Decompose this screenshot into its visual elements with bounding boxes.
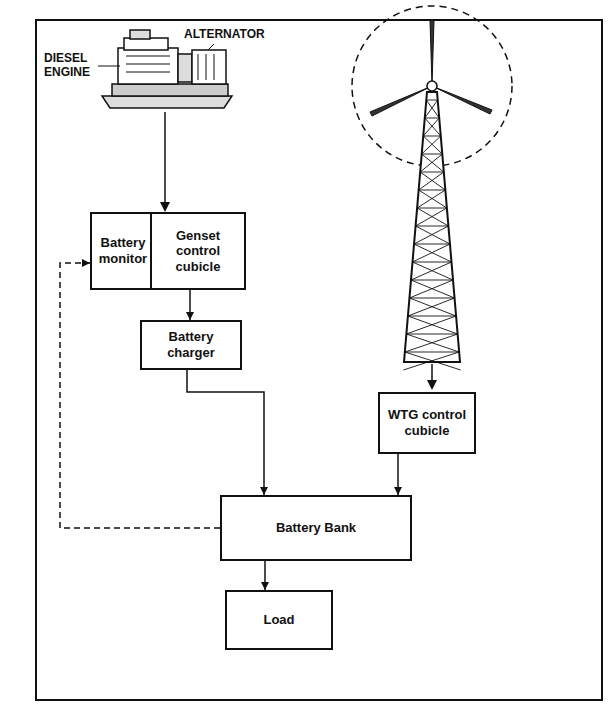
box-label: Battery Bank (272, 520, 360, 536)
battery-box: Battery Bank (220, 495, 412, 561)
box-label: Genset control cubicle (152, 228, 244, 275)
leader-lines (98, 44, 214, 66)
part-name: ALTERNATOR (184, 28, 274, 42)
box-label: Battery charger (142, 329, 240, 360)
part-name: DIESEL ENGINE (44, 52, 100, 80)
box-label: WTG control cubicle (380, 407, 474, 438)
diesel-genset (102, 30, 232, 108)
power-arrow (264, 561, 266, 590)
load-box: Load (225, 590, 333, 650)
charger-box: Battery charger (140, 320, 242, 370)
turbine-feed-arrow (427, 364, 437, 390)
box-label: Battery monitor (92, 235, 154, 266)
power-arrow (187, 370, 264, 495)
power-arrow (189, 290, 191, 320)
control-cubicle-box: WTG control cubicle (378, 392, 476, 454)
monitor-box: Battery monitor (90, 212, 156, 290)
dashed-signal-line (60, 263, 220, 528)
outer-frame (36, 20, 602, 700)
box-label: Load (259, 612, 298, 628)
power-arrow (397, 454, 399, 495)
control-cubicle-box: Genset control cubicle (150, 212, 246, 290)
wind-turbine (352, 6, 512, 370)
genset-feed-arrow (160, 112, 170, 212)
